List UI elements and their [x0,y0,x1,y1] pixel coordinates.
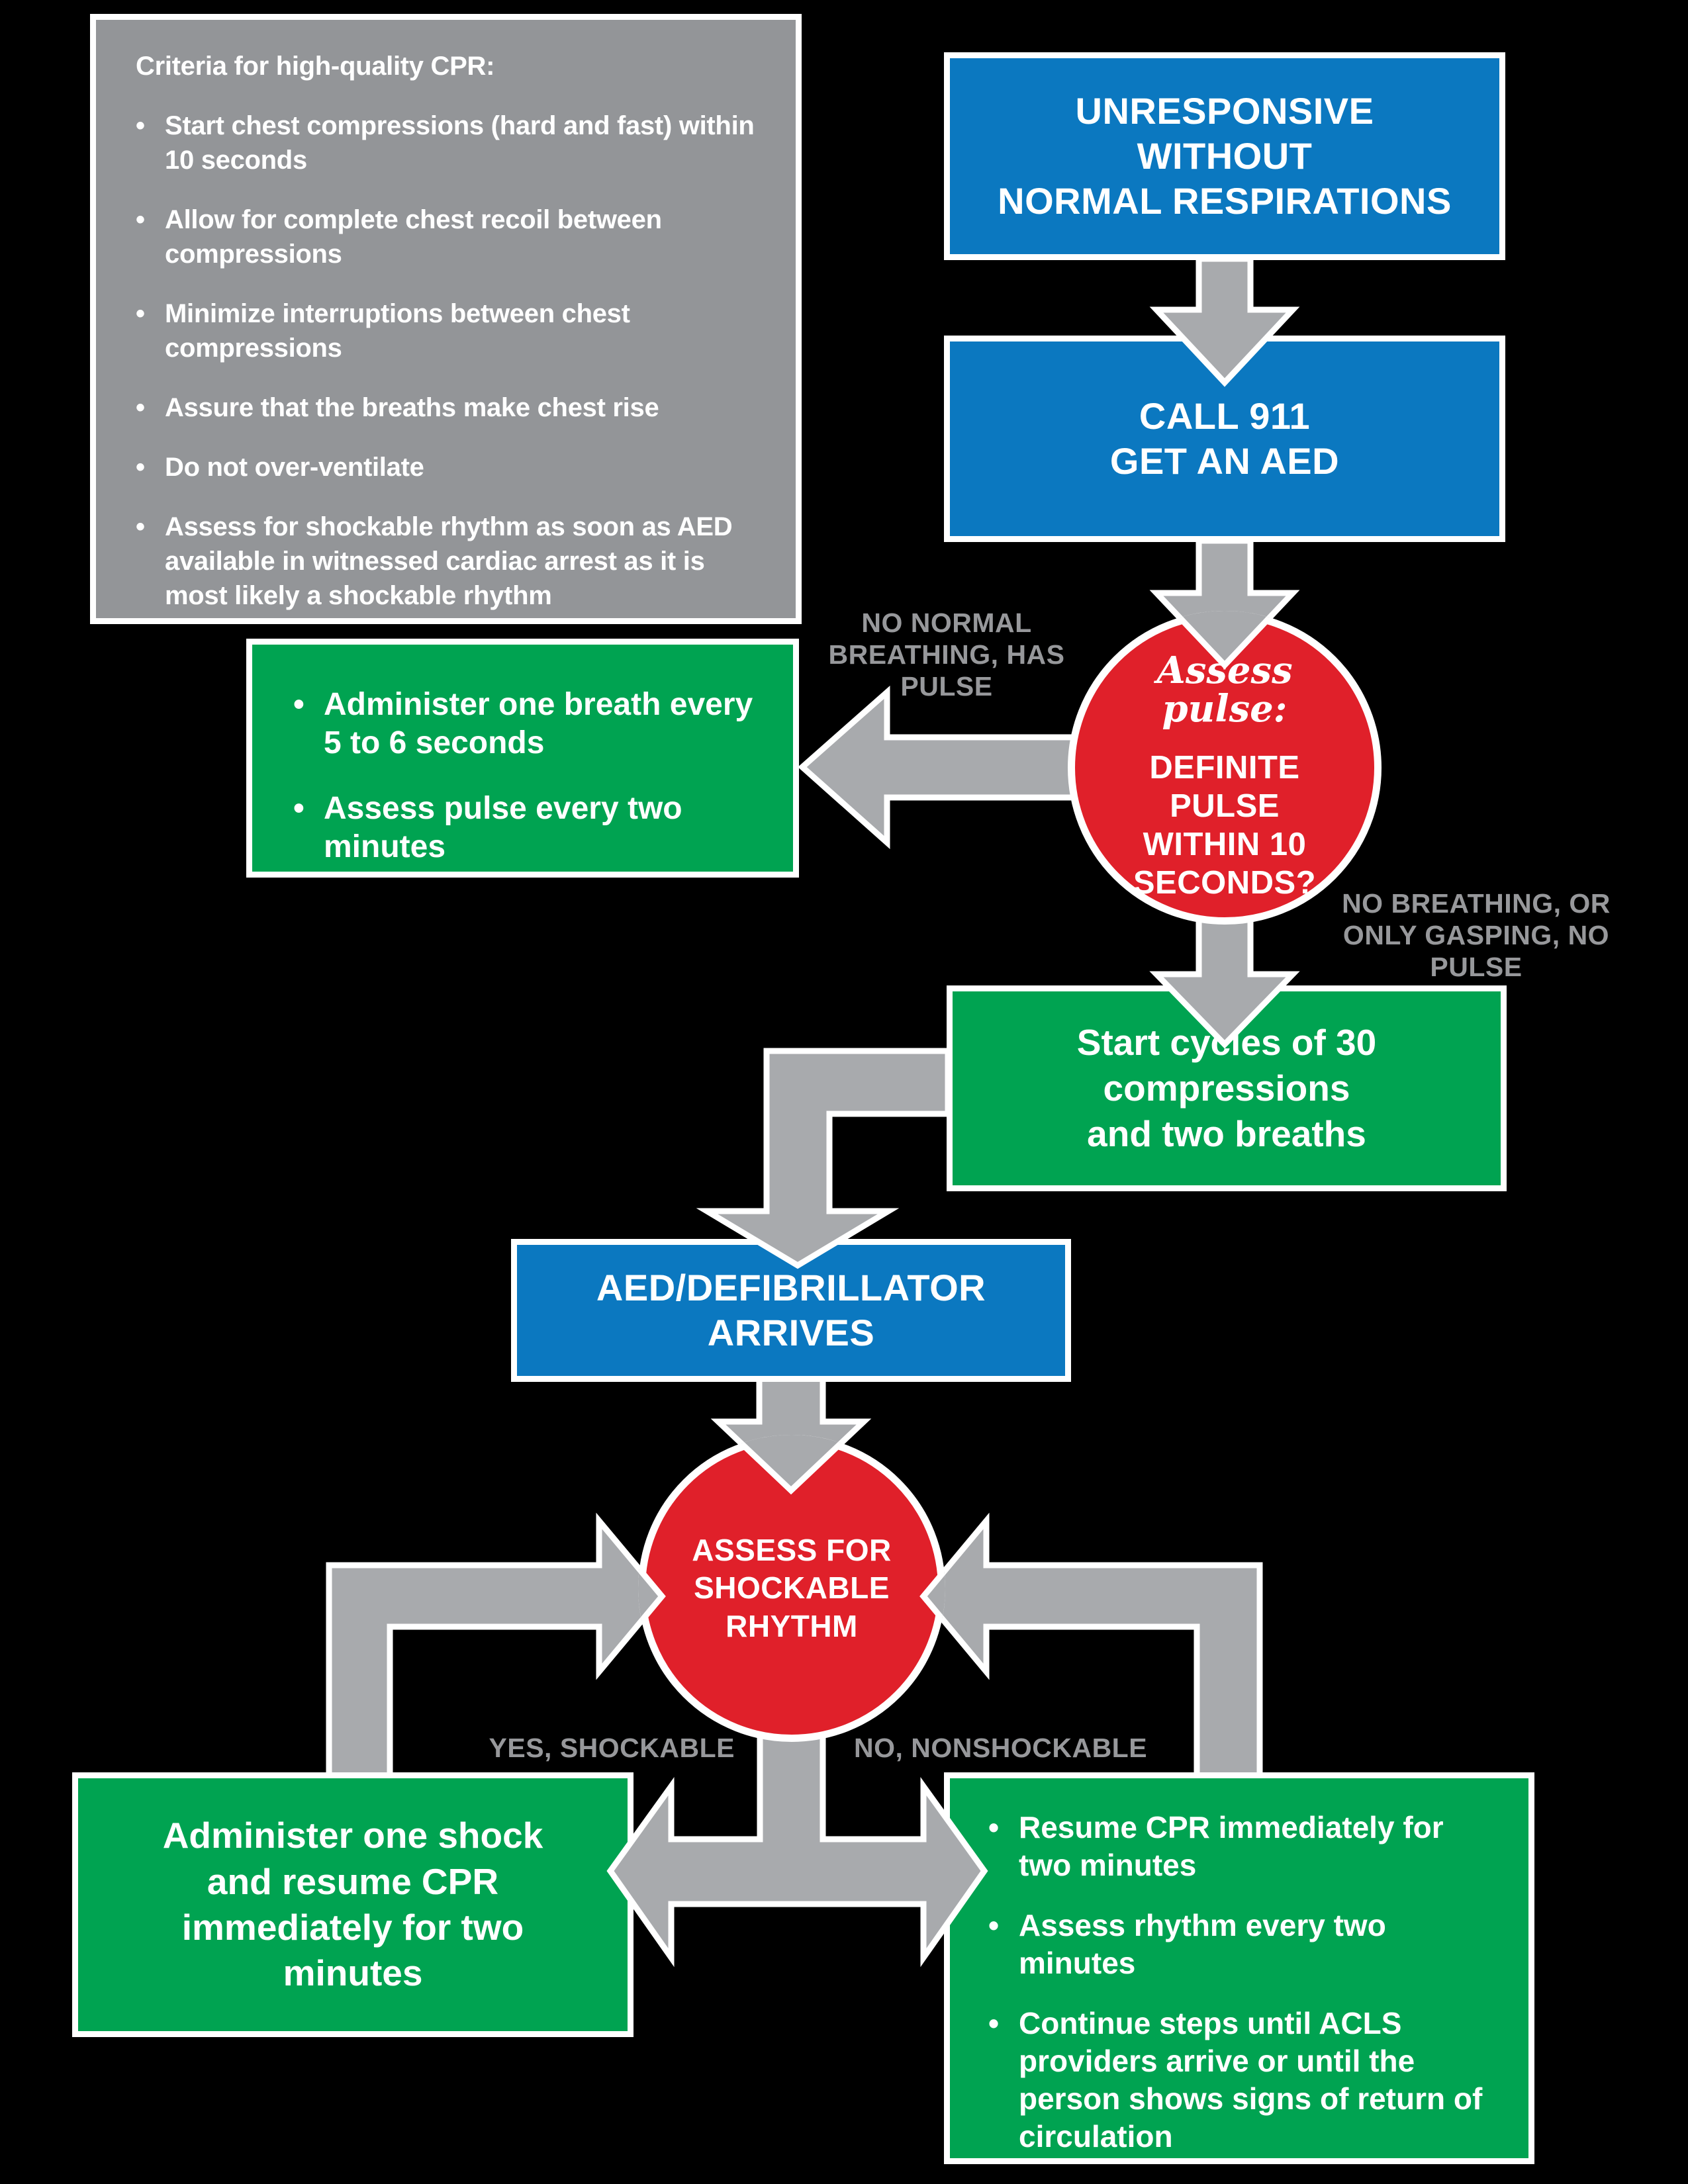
bullet-marker: • [136,512,145,541]
edge-label-no-nonshockable: NO, NONSHOCKABLE [854,1733,1148,1763]
criteria-item: • Assess for shockable rhythm as soon as… [136,510,759,613]
node-line: GET AN AED [1109,440,1340,482]
node-bullet-text: Assess rhythm every two minutes [1019,1908,1386,1981]
node-bullet-text: Administer one breath every 5 to 6 secon… [324,687,753,760]
node-unresponsive: UNRESPONSIVE WITHOUT NORMAL RESPIRATIONS [944,52,1505,260]
bullet-marker: • [136,111,145,140]
arrowhead-into-administer-shock [610,1731,984,1958]
node-line: minutes [283,1952,423,1994]
bullet-marker: • [988,2006,1000,2041]
edge-label-line: ONLY GASPING, NO [1342,919,1610,950]
node-bullet-text: Assess pulse every two minutes [324,791,682,864]
node-line: and resume CPR [207,1860,499,1902]
edge-label-line: BREATHING, HAS [828,639,1065,670]
bullet-marker: • [293,791,305,827]
edge-label-line: PULSE [900,670,993,702]
criteria-box: Criteria for high-quality CPR: • Start c… [90,14,802,624]
node-call911: CALL 911 GET AN AED [944,336,1505,542]
node-aed-arrives: AED/DEFIBRILLATOR ARRIVES [511,1239,1071,1382]
edge-label-line: NO BREATHING, OR [1342,888,1611,919]
node-line: immediately for two [181,1907,524,1948]
node-bullet-text: Resume CPR immediately for two minutes [1019,1810,1444,1883]
assess-pulse-body-line: SECONDS? [1133,864,1317,901]
node-bullet: • Resume CPR immediately for two minutes [988,1809,1499,1884]
node-line: UNRESPONSIVE [1075,89,1374,132]
criteria-item: • Minimize interruptions between chest c… [136,296,759,365]
node-start-cycles: Start cycles of 30 compressions and two … [947,985,1507,1191]
node-line: compressions [1103,1067,1350,1109]
bullet-marker: • [293,687,305,722]
arrowhead-into-aed-arrives [707,1051,948,1265]
node-bullet-text: Continue steps until ACLS providers arri… [1019,2006,1483,2154]
bullet-marker: • [988,1810,1000,1844]
assess-pulse-body-line: WITHIN 10 [1143,827,1307,863]
node-line: Administer one shock [162,1815,543,1856]
assess-pulse-body-line: PULSE [1170,788,1280,825]
edge-label-no-normal-breathing: NO NORMAL BREATHING, HAS PULSE [794,608,1099,703]
node-bullet: • Assess pulse every two minutes [293,790,773,866]
node-line: Start cycles of 30 [1076,1021,1377,1063]
criteria-item: • Allow for complete chest recoil betwee… [136,203,759,271]
edge-label-yes-shockable: YES, SHOCKABLE [489,1733,735,1763]
criteria-item: • Do not over-ventilate [136,450,759,484]
criteria-item-text: Start chest compressions (hard and fast)… [165,111,755,175]
assess-pulse-body-line: DEFINITE [1149,750,1300,786]
decision-assess-pulse-content: Assess pulse: DEFINITE PULSE WITHIN 10 S… [1075,618,1374,917]
edge-label-no-breathing: NO BREATHING, OR ONLY GASPING, NO PULSE [1311,888,1642,983]
bullet-marker: • [988,1908,1000,1943]
assess-pulse-heading-line: Assess [1156,649,1293,692]
node-line: and two breaths [1087,1113,1366,1155]
node-line: SHOCKABLE [694,1570,890,1606]
decision-assess-pulse: Assess pulse: DEFINITE PULSE WITHIN 10 S… [1068,611,1382,925]
criteria-item-text: Assess for shockable rhythm as soon as A… [165,512,733,610]
bullet-marker: • [136,299,145,328]
node-bullet: • Administer one breath every 5 to 6 sec… [293,686,773,762]
bullet-marker: • [136,453,145,482]
node-line: ASSESS FOR [692,1533,892,1568]
arrow-assess-rhythm-split [610,1731,984,1958]
node-bullet: • Continue steps until ACLS providers ar… [988,2005,1499,2156]
criteria-item: • Assure that the breaths make chest ris… [136,390,759,425]
node-line: WITHOUT [1137,134,1313,177]
criteria-item: • Start chest compressions (hard and fas… [136,109,759,177]
node-line: NORMAL RESPIRATIONS [998,180,1452,222]
node-administer-shock: Administer one shock and resume CPR imme… [72,1772,633,2037]
bullet-marker: • [136,393,145,422]
bullet-marker: • [136,205,145,234]
criteria-item-text: Assure that the breaths make chest rise [165,393,659,422]
node-bullet: • Assess rhythm every two minutes [988,1907,1499,1982]
node-resume-cpr: • Resume CPR immediately for two minutes… [944,1772,1534,2164]
assess-pulse-heading-line: pulse: [1162,687,1288,731]
node-line: RHYTHM [726,1608,858,1643]
criteria-item-text: Do not over-ventilate [165,453,424,482]
arrow-start-cycles-to-aed-arrives [707,1051,948,1265]
arrowhead-into-resume-cpr [610,1731,984,1958]
node-line: AED/DEFIBRILLATOR [596,1266,986,1308]
edge-label-line: PULSE [1430,951,1523,982]
node-rescue-breathing: • Administer one breath every 5 to 6 sec… [246,639,799,878]
criteria-title: Criteria for high-quality CPR: [136,52,495,81]
arrow-assess-pulse-to-rescue-breathing [802,692,1079,842]
decision-assess-shockable-rhythm: ASSESS FOR SHOCKABLE RHYTHM [638,1435,945,1742]
edge-label-line: NO NORMAL [861,608,1032,638]
criteria-item-text: Minimize interruptions between chest com… [165,299,630,363]
node-line: ARRIVES [707,1312,875,1353]
node-line: CALL 911 [1139,394,1311,437]
criteria-item-text: Allow for complete chest recoil between … [165,205,662,269]
